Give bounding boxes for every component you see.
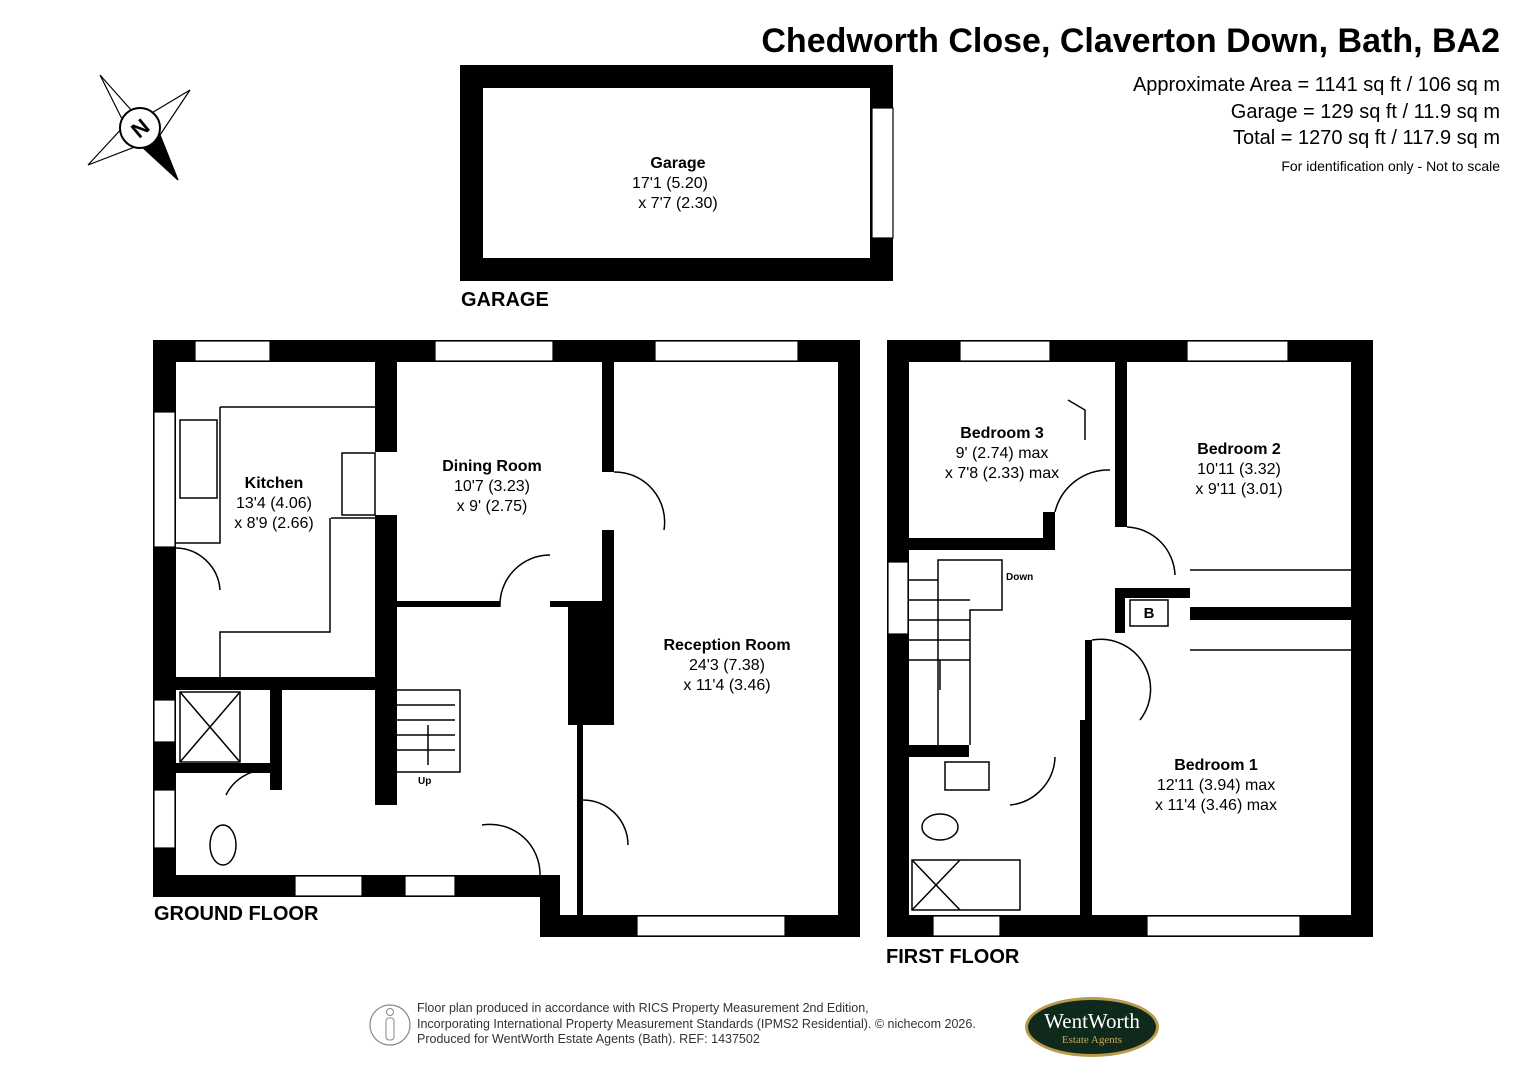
scale-note: For identification only - Not to scale xyxy=(1281,158,1500,174)
room-dimensions: 12'11 (3.94) max xyxy=(1157,777,1275,794)
garage-door xyxy=(871,107,894,239)
room-dimensions: 13'4 (4.06) xyxy=(236,495,312,512)
north-compass-icon: N xyxy=(87,74,191,181)
stairs-up-label: Up xyxy=(418,776,431,787)
room-name: Reception Room xyxy=(663,637,790,654)
room-dimensions: 24'3 (7.38) xyxy=(689,657,765,674)
room-dimensions: x 9' (2.75) xyxy=(457,498,528,515)
floor-label-first: FIRST FLOOR xyxy=(886,946,1020,968)
room-dimensions: 9' (2.74) max xyxy=(956,445,1049,462)
room-dimensions: x 11'4 (3.46) max xyxy=(1155,797,1277,814)
ground-floor-plan xyxy=(153,340,860,937)
room-name: Kitchen xyxy=(245,475,304,492)
room-name: Bedroom 2 xyxy=(1197,441,1281,458)
room-dimensions: x 7'8 (2.33) max xyxy=(945,465,1059,482)
room-dimensions: 10'7 (3.23) xyxy=(454,478,530,495)
room-dimensions: 10'11 (3.32) xyxy=(1197,461,1281,478)
stairs-down-label: Down xyxy=(1006,572,1033,583)
first-floor-plan xyxy=(887,340,1373,937)
total-area: Total = 1270 sq ft / 117.9 sq m xyxy=(1232,127,1500,149)
room-dimensions: 17'1 (5.20) xyxy=(632,175,708,192)
room-name: Dining Room xyxy=(442,458,542,475)
room-dimensions: x 7'7 (2.30) xyxy=(638,195,718,212)
room-dimensions: x 9'11 (3.01) xyxy=(1195,481,1282,498)
garage-plan xyxy=(460,65,894,281)
room-dimensions: x 8'9 (2.66) xyxy=(234,515,314,532)
approximate-area: Approximate Area = 1141 sq ft / 106 sq m xyxy=(1132,74,1500,96)
garage-area: Garage = 129 sq ft / 11.9 sq m xyxy=(1230,101,1500,123)
room-dimensions: x 11'4 (3.46) xyxy=(683,677,770,694)
room-name: Garage xyxy=(650,155,705,172)
property-title: Chedworth Close, Claverton Down, Bath, B… xyxy=(761,22,1500,60)
footer-text: Floor plan produced in accordance with R… xyxy=(417,1001,976,1046)
room-name: Bedroom 3 xyxy=(960,425,1044,442)
person-info-icon xyxy=(369,1004,411,1046)
wentworth-logo: WentWorth Estate Agents xyxy=(1025,997,1159,1057)
room-name: Bedroom 1 xyxy=(1174,757,1258,774)
boiler-label: B xyxy=(1144,605,1155,622)
floor-label-garage: GARAGE xyxy=(461,289,549,311)
floor-label-ground: GROUND FLOOR xyxy=(154,903,319,925)
